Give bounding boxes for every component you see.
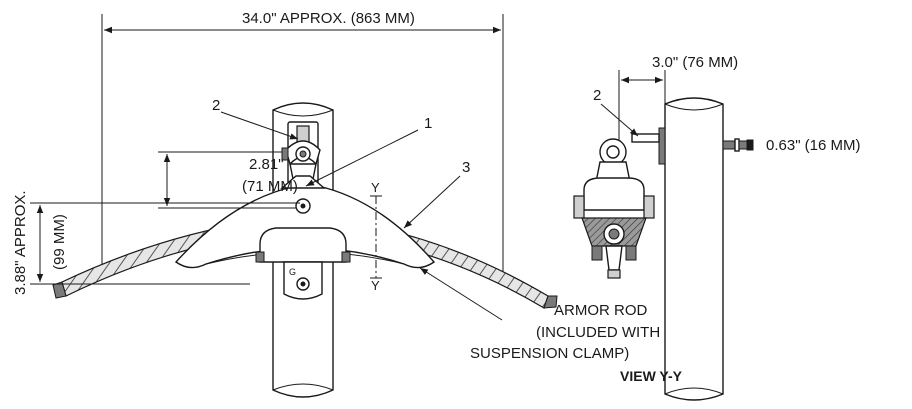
- callout-2-number: 2: [212, 97, 220, 114]
- section-line-yy: Y Y: [370, 180, 382, 293]
- clamp-offset-label: 3.0" (76 MM): [652, 54, 738, 71]
- callout-3: 3: [403, 159, 470, 229]
- eye-height-inches: 2.81": [249, 156, 284, 173]
- height-inches: 3.88" APPROX.: [12, 190, 29, 295]
- eye-height-mm: (71 MM): [242, 178, 298, 195]
- armor-rod-line3: SUSPENSION CLAMP): [470, 345, 629, 362]
- callout-2-side-number: 2: [593, 87, 601, 104]
- callout-2-side: 2: [593, 87, 639, 137]
- callout-1: 1: [305, 115, 432, 187]
- armor-rod-line2: (INCLUDED WITH: [536, 324, 660, 341]
- suspension-clamp-body: [174, 175, 436, 269]
- pole-strap-assembly: [281, 121, 321, 185]
- side-clamp-assembly: [573, 127, 666, 279]
- callout-1-number: 1: [424, 115, 432, 132]
- overall-height-dimension: 3.88" APPROX. (99 MM): [12, 190, 300, 295]
- bolt-projection: 0.63" (16 MM): [722, 137, 861, 154]
- armor-rod-line1: ARMOR ROD: [554, 302, 648, 319]
- overall-width-dimension: 34.0" APPROX. (863 MM): [101, 10, 504, 278]
- view-label: VIEW Y-Y: [620, 368, 683, 384]
- section-mark-top: Y: [371, 180, 380, 195]
- armor-rod-note: ARMOR ROD (INCLUDED WITH SUSPENSION CLAM…: [419, 267, 660, 362]
- height-mm: (99 MM): [51, 214, 68, 270]
- eye-height-dimension: 2.81" (71 MM): [158, 151, 298, 209]
- clamp-keeper: G: [255, 227, 351, 300]
- clamp-mark: G: [289, 267, 296, 277]
- callout-3-number: 3: [462, 159, 470, 176]
- callout-2: 2: [212, 97, 299, 140]
- section-mark-bottom: Y: [371, 278, 380, 293]
- clamp-offset-dimension: 3.0" (76 MM): [618, 54, 738, 150]
- pole-side: [664, 97, 724, 401]
- overall-width-label: 34.0" APPROX. (863 MM): [242, 10, 415, 27]
- bolt-projection-label: 0.63" (16 MM): [766, 137, 861, 154]
